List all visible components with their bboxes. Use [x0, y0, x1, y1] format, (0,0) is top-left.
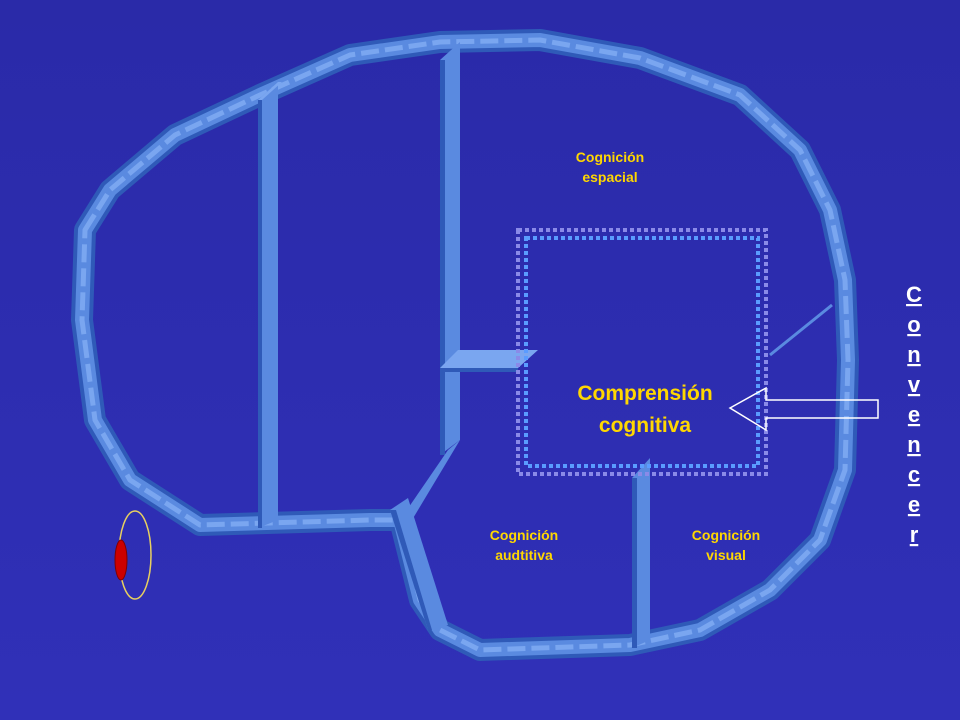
label-cognitive-comprehension-line1: Comprensión	[577, 382, 712, 405]
vertical-word-convencer: C o n v e n c e r	[906, 282, 922, 547]
vertical-letter: n	[907, 342, 920, 367]
inner-wall-diagonal	[400, 440, 460, 520]
vertical-letter: n	[907, 432, 920, 457]
label-spatial-cognition-line1: Cognición	[576, 149, 644, 165]
connector-line	[769, 303, 833, 357]
label-auditory-cognition-line2: audtitiva	[495, 547, 553, 563]
label-spatial-cognition-line2: espacial	[582, 169, 637, 185]
label-visual-cognition-line2: visual	[706, 547, 746, 563]
label-cognitive-comprehension-line2: cognitiva	[599, 414, 692, 437]
label-visual-cognition-line1: Cognición	[692, 527, 760, 543]
central-dotted-box	[516, 228, 768, 476]
vertical-letter: v	[908, 372, 921, 397]
outer-wall	[71, 29, 859, 661]
brainstem-wall	[390, 498, 448, 630]
vertical-letter: C	[906, 282, 922, 307]
vertical-letter: e	[908, 492, 920, 517]
inner-wall-lower	[632, 458, 650, 648]
inner-wall-left	[258, 82, 282, 528]
vertical-letter: c	[908, 462, 920, 487]
vertical-letter: e	[908, 402, 920, 427]
inner-wall-shelf	[440, 350, 538, 372]
vertical-letter: r	[910, 522, 919, 547]
vertical-letter: o	[907, 312, 920, 337]
hollow-left-arrow-icon	[728, 386, 879, 432]
label-auditory-cognition-line1: Cognición	[490, 527, 558, 543]
red-oval-marker-icon	[114, 510, 152, 600]
inner-wall-middle	[440, 42, 460, 455]
